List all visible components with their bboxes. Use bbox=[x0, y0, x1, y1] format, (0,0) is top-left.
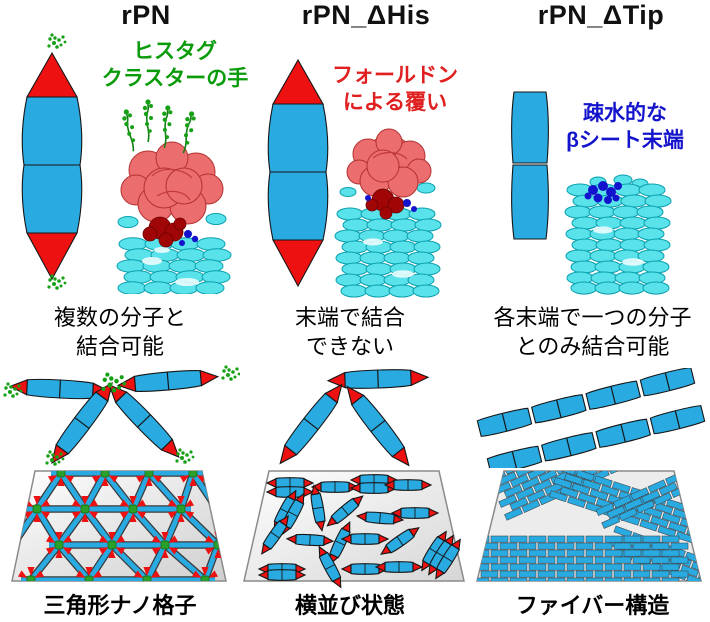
column-title-rpn-dhis: rPN_ΔHis bbox=[301, 0, 431, 30]
rpn-dhis-separate-spindles-diagram bbox=[272, 367, 429, 470]
binding-text-rpn-dhis: 末端で結合 できない bbox=[255, 303, 445, 361]
triangular-lattice-panel bbox=[11, 470, 227, 582]
foldon-cap bbox=[120, 141, 224, 225]
rpn-dtip-rod-schematic bbox=[511, 91, 549, 240]
histag-cluster-icon bbox=[47, 33, 67, 49]
spindle-body-bottom bbox=[21, 164, 83, 234]
foldon-annotation: フォールドン による覆い bbox=[320, 62, 470, 116]
annotation-line: フォールドン bbox=[332, 64, 458, 87]
red-tip-top bbox=[26, 51, 78, 98]
binding-text-rpn-dtip: 各末端で一つの分子 とのみ結合可能 bbox=[475, 303, 710, 361]
fiber-structure-panel bbox=[476, 470, 702, 582]
rpn-dtip-fiber-chains-diagram bbox=[476, 368, 706, 468]
binding-line: 末端で結合 bbox=[294, 305, 405, 330]
histag-annotation: ヒスタグ クラスターの手 bbox=[85, 38, 265, 92]
hydrophobic-end-residues bbox=[584, 181, 622, 204]
assembly-label-sidebyside: 横並び状態 bbox=[294, 593, 405, 618]
rpn-dhis-spindle-schematic bbox=[267, 58, 329, 288]
column-title-rpn: rPN bbox=[121, 0, 171, 30]
binding-line: 複数の分子と bbox=[53, 305, 186, 330]
histag-branch-icon bbox=[142, 98, 154, 143]
red-tip-bottom bbox=[26, 232, 78, 281]
annotation-line: クラスターの手 bbox=[101, 67, 249, 90]
annotation-line: 疎水的な bbox=[583, 102, 667, 125]
assembly-label-fiber: ファイバー構造 bbox=[515, 593, 670, 618]
scattered-spindles-panel bbox=[243, 470, 466, 589]
rpn-spindle-schematic bbox=[21, 33, 83, 290]
binding-line: とのみ結合可能 bbox=[515, 334, 670, 359]
annotation-line: βシート末端 bbox=[566, 129, 684, 152]
rpn-molecule-rendering bbox=[116, 98, 232, 294]
histag-branch-icon bbox=[119, 107, 140, 154]
rpn-star-junction-diagram bbox=[3, 365, 240, 467]
column-title-rpn-dtip: rPN_ΔTip bbox=[537, 0, 665, 30]
binding-line: 結合可能 bbox=[75, 334, 164, 359]
annotation-line: による覆い bbox=[342, 91, 448, 114]
beta-sheet-annotation: 疎水的な βシート末端 bbox=[545, 100, 705, 154]
rpn-dtip-molecule-rendering bbox=[564, 174, 672, 295]
assembly-label-lattice: 三角形ナノ格子 bbox=[43, 593, 197, 618]
rpn-dhis-molecule-rendering bbox=[334, 128, 442, 298]
binding-line: 各末端で一つの分子 bbox=[493, 305, 692, 330]
annotation-line: ヒスタグ bbox=[133, 40, 217, 63]
binding-line: できない bbox=[305, 334, 394, 359]
spindle-body-top bbox=[21, 96, 83, 166]
binding-text-rpn: 複数の分子と 結合可能 bbox=[15, 303, 225, 361]
